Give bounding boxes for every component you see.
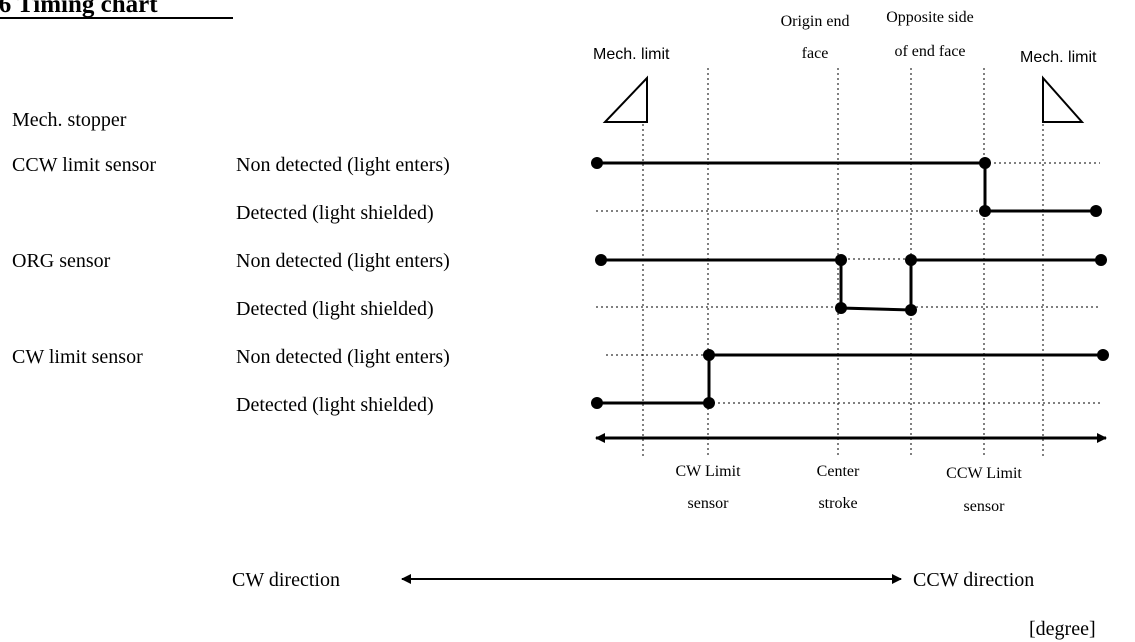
cw-limit-sensor-bottom-line2: sensor: [688, 495, 730, 512]
origin-end-face-label-line2: face: [802, 45, 829, 62]
cw-limit-sensor-bottom-line1: CW Limit: [675, 463, 741, 480]
ccw-signal-end-dot: [1090, 205, 1102, 217]
mech-limit-right-triangle: [1042, 75, 1085, 123]
page-title: 2.6 Timing chart: [0, 0, 158, 18]
opposite-side-label-line2: of end face: [894, 43, 965, 60]
cw-signal-rise-low-dot: [703, 397, 715, 409]
origin-end-face-label-line1: Origin end: [781, 13, 850, 30]
center-stroke-bottom-line2: stroke: [818, 495, 857, 512]
opposite-side-label-line1: Opposite side: [886, 9, 974, 26]
org-signal-end-dot: [1095, 254, 1107, 266]
mech-limit-left-triangle: [602, 75, 648, 123]
ccw-direction-label: CCW direction: [913, 569, 1034, 591]
cw-direction-label: CW direction: [232, 569, 340, 591]
mech-limit-right-label: Mech. limit: [1020, 49, 1097, 66]
org-signal-start-dot: [595, 254, 607, 266]
org-sensor-signal-line: [601, 258, 1101, 312]
org-signal-fall-high-dot: [835, 254, 847, 266]
cw-limit-signal-line: [597, 353, 1103, 405]
org-signal-rise-high-dot: [905, 254, 917, 266]
degree-unit-label: [degree]: [1029, 618, 1096, 640]
org-signal-fall-low-dot: [835, 302, 847, 314]
ccw-limit-sensor-bottom-line1: CCW Limit: [946, 465, 1022, 482]
cw-detected-label: Detected (light shielded): [236, 394, 434, 416]
ccw-limit-signal-line: [597, 161, 1096, 213]
cw-limit-sensor-label: CW limit sensor: [12, 346, 143, 368]
ccw-limit-sensor-bottom-line2: sensor: [964, 498, 1006, 515]
mech-limit-left-label: Mech. limit: [593, 46, 670, 63]
center-stroke-bottom-line1: Center: [817, 463, 860, 480]
cw-limit-signal: [591, 349, 1109, 409]
ccw-detected-label: Detected (light shielded): [236, 202, 434, 224]
org-sensor-label: ORG sensor: [12, 250, 111, 272]
ccw-signal-start-dot: [591, 157, 603, 169]
ccw-limit-sensor-label: CCW limit sensor: [12, 154, 156, 176]
ccw-signal-transition-low-dot: [979, 205, 991, 217]
ccw-non-detected-label: Non detected (light enters): [236, 154, 450, 176]
org-non-detected-label: Non detected (light enters): [236, 250, 450, 272]
org-detected-label: Detected (light shielded): [236, 298, 434, 320]
ccw-limit-signal: [591, 157, 1102, 217]
org-signal-rise-low-dot: [905, 304, 917, 316]
ccw-signal-transition-high-dot: [979, 157, 991, 169]
cw-signal-start-dot: [591, 397, 603, 409]
org-sensor-signal: [595, 254, 1107, 316]
cw-signal-end-dot: [1097, 349, 1109, 361]
mech-stopper-label: Mech. stopper: [12, 109, 127, 131]
cw-non-detected-label: Non detected (light enters): [236, 346, 450, 368]
cw-signal-rise-high-dot: [703, 349, 715, 361]
horizontal-guides: [596, 162, 1100, 404]
